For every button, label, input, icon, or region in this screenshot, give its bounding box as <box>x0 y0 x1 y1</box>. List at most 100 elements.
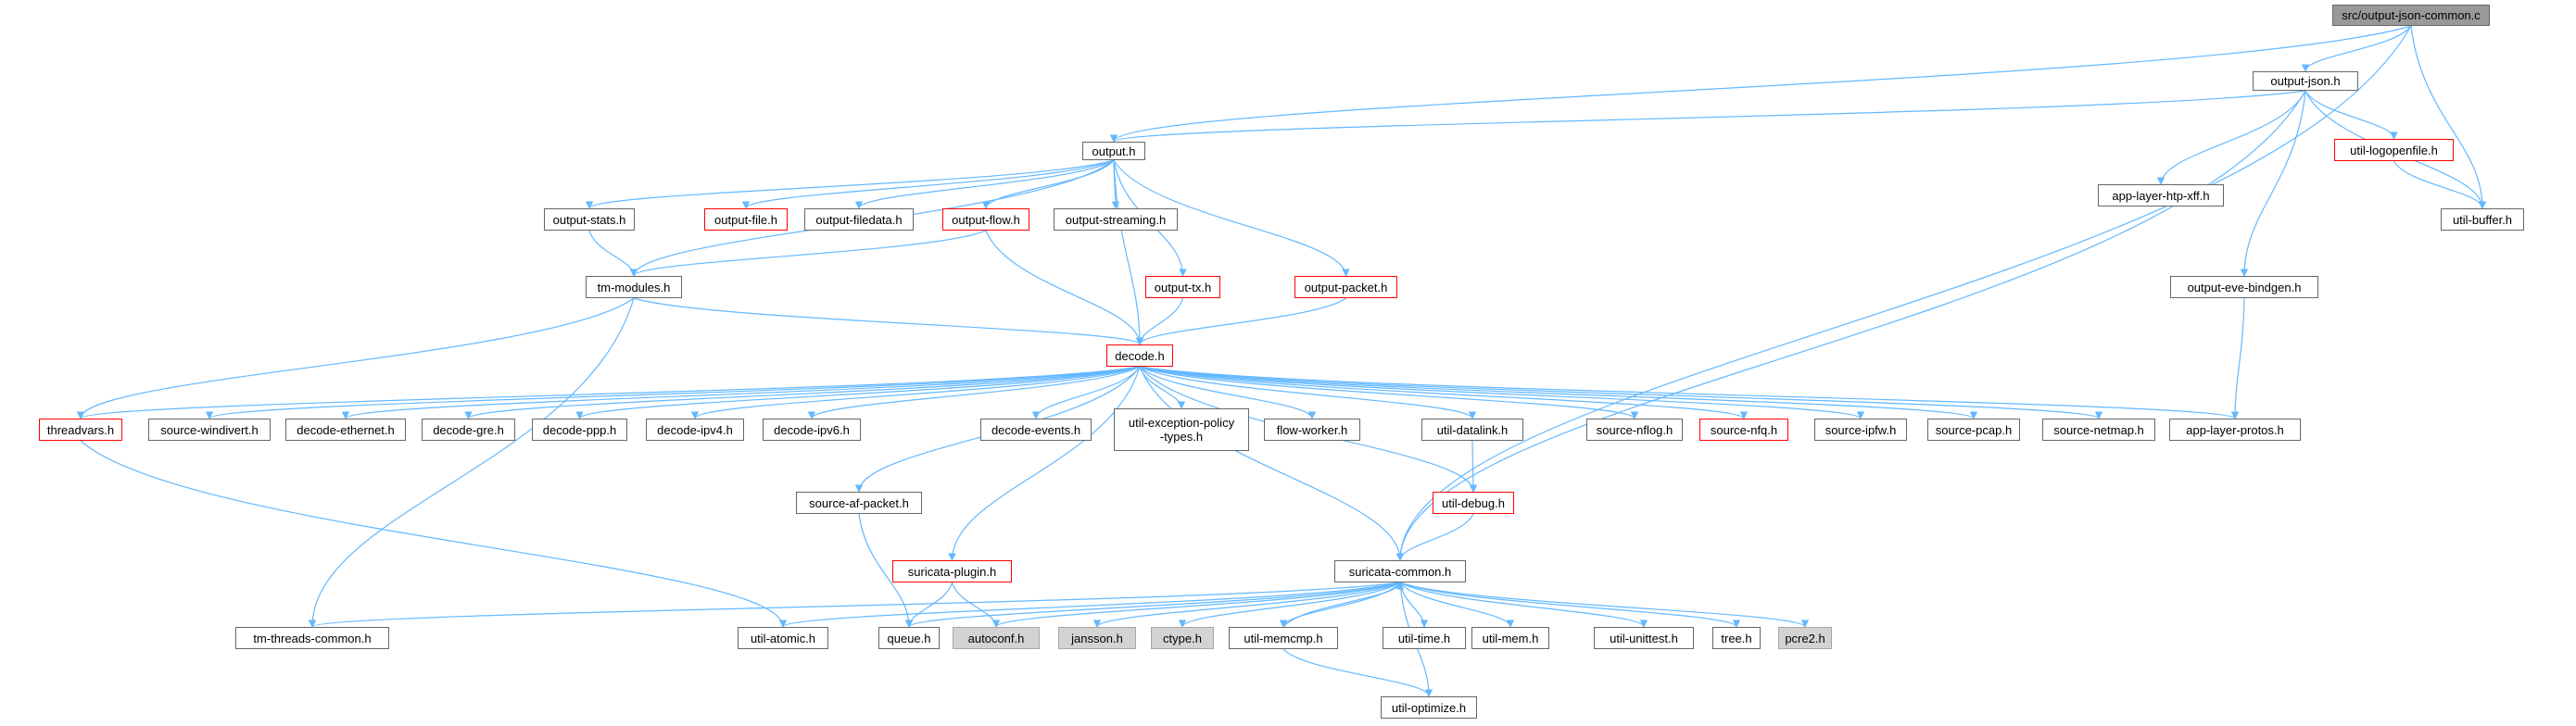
edge-util-memcmp-to-suricata-common <box>1282 582 1405 628</box>
edge-suricata-plugin-to-autoconf <box>951 582 1001 628</box>
node-flow-worker[interactable]: flow-worker.h <box>1264 419 1360 441</box>
node-app-layer-htp-xff[interactable]: app-layer-htp-xff.h <box>2098 184 2224 207</box>
edge-output-json-to-app-layer-htp-xff <box>2156 90 2306 185</box>
node-decode-ipv6[interactable]: decode-ipv6.h <box>763 419 861 441</box>
node-source-ipfw[interactable]: source-ipfw.h <box>1814 419 1907 441</box>
edge-threadvars-to-util-atomic <box>80 440 788 628</box>
edge-suricata-common-to-util-mem <box>1399 582 1515 628</box>
edge-util-memcmp-to-util-optimize <box>1282 648 1433 697</box>
node-suricata-common[interactable]: suricata-common.h <box>1334 560 1466 582</box>
node-util-mem[interactable]: util-mem.h <box>1471 627 1549 649</box>
node-queue[interactable]: queue.h <box>878 627 940 649</box>
edge-suricata-common-to-jansson <box>1092 582 1401 628</box>
node-util-unittest[interactable]: util-unittest.h <box>1594 627 1694 649</box>
edge-output-packet-to-decode <box>1135 297 1346 345</box>
node-output[interactable]: output.h <box>1082 142 1145 160</box>
edge-util-datalink-to-util-debug <box>1469 440 1478 493</box>
node-ctype[interactable]: ctype.h <box>1151 627 1214 649</box>
node-util-logopenfile[interactable]: util-logopenfile.h <box>2334 139 2454 161</box>
node-app-layer-protos[interactable]: app-layer-protos.h <box>2169 419 2301 441</box>
edge-output-json-to-suricata-common <box>1395 90 2306 561</box>
node-source-af-packet[interactable]: source-af-packet.h <box>796 492 922 514</box>
edge-output-tx-to-decode <box>1135 297 1184 345</box>
node-decode-events[interactable]: decode-events.h <box>980 419 1092 441</box>
edge-tm-modules-to-tm-threads-common <box>308 297 635 628</box>
edge-root-to-util-buffer <box>2410 25 2487 209</box>
node-output-flow[interactable]: output-flow.h <box>942 208 1029 231</box>
edge-suricata-common-to-pcre2 <box>1399 582 1810 628</box>
node-decode-gre[interactable]: decode-gre.h <box>422 419 515 441</box>
node-output-json[interactable]: output-json.h <box>2253 71 2358 91</box>
node-source-netmap[interactable]: source-netmap.h <box>2042 419 2155 441</box>
node-threadvars[interactable]: threadvars.h <box>39 419 122 441</box>
edge-decode-to-app-layer-protos <box>1139 366 2239 419</box>
edge-suricata-common-to-queue <box>905 582 1401 628</box>
node-output-streaming[interactable]: output-streaming.h <box>1054 208 1178 231</box>
edge-root-to-output-json <box>2301 25 2412 72</box>
edge-decode-to-source-windivert <box>206 366 1141 419</box>
node-util-optimize[interactable]: util-optimize.h <box>1381 696 1477 719</box>
edge-output-json-to-output-eve-bindgen <box>2240 90 2306 277</box>
edge-tm-modules-to-threadvars <box>76 297 635 419</box>
node-suricata-plugin[interactable]: suricata-plugin.h <box>892 560 1012 582</box>
edge-decode-to-decode-gre <box>464 366 1141 419</box>
node-decode-ppp[interactable]: decode-ppp.h <box>532 419 627 441</box>
edge-util-logopenfile-to-util-buffer <box>2393 160 2487 209</box>
node-util-time[interactable]: util-time.h <box>1383 627 1466 649</box>
node-decode[interactable]: decode.h <box>1106 344 1173 367</box>
node-output-file[interactable]: output-file.h <box>704 208 788 231</box>
node-util-debug[interactable]: util-debug.h <box>1433 492 1514 514</box>
edge-decode-to-decode-ipv4 <box>690 366 1141 419</box>
edge-output-json-to-util-logopenfile <box>2305 90 2398 140</box>
edge-suricata-common-to-util-atomic <box>779 582 1401 628</box>
edge-decode-to-source-ipfw <box>1139 366 1864 419</box>
edge-output-flow-to-decode <box>985 230 1144 345</box>
edge-suricata-common-to-tree <box>1399 582 1741 628</box>
edge-output-to-output-stats <box>586 159 1115 209</box>
node-tree[interactable]: tree.h <box>1712 627 1761 649</box>
node-output-stats[interactable]: output-stats.h <box>544 208 635 231</box>
node-source-nfq[interactable]: source-nfq.h <box>1699 419 1788 441</box>
node-util-memcmp[interactable]: util-memcmp.h <box>1229 627 1338 649</box>
edge-output-eve-bindgen-to-app-layer-protos <box>2230 297 2245 419</box>
edge-output-to-output-packet <box>1113 159 1350 277</box>
node-util-datalink[interactable]: util-datalink.h <box>1421 419 1523 441</box>
node-util-buffer[interactable]: util-buffer.h <box>2441 208 2524 231</box>
node-decode-ipv4[interactable]: decode-ipv4.h <box>646 419 744 441</box>
node-source-pcap[interactable]: source-pcap.h <box>1927 419 2020 441</box>
edge-output-to-output-file <box>741 159 1115 209</box>
edge-decode-to-decode-ipv6 <box>807 366 1141 419</box>
edge-tm-modules-to-decode <box>633 297 1143 345</box>
edge-root-to-output <box>1110 25 2412 143</box>
edge-decode-to-decode-events <box>1031 366 1141 419</box>
edge-decode-to-source-nflog <box>1139 366 1639 419</box>
node-pcre2[interactable]: pcre2.h <box>1778 627 1832 649</box>
node-util-exception-policy-types[interactable]: util-exception-policy -types.h <box>1114 408 1249 451</box>
node-output-filedata[interactable]: output-filedata.h <box>804 208 914 231</box>
node-output-tx[interactable]: output-tx.h <box>1145 276 1220 298</box>
edge-output-json-to-output <box>1110 90 2306 143</box>
node-tm-modules[interactable]: tm-modules.h <box>586 276 682 298</box>
edge-decode-to-threadvars <box>77 366 1141 419</box>
node-jansson[interactable]: jansson.h <box>1058 627 1136 649</box>
edge-suricata-common-to-util-unittest <box>1399 582 1648 628</box>
node-root[interactable]: src/output-json-common.c <box>2332 5 2490 26</box>
node-source-nflog[interactable]: source-nflog.h <box>1586 419 1683 441</box>
node-output-packet[interactable]: output-packet.h <box>1294 276 1397 298</box>
node-decode-ethernet[interactable]: decode-ethernet.h <box>285 419 406 441</box>
edge-util-debug-to-suricata-common <box>1395 513 1474 561</box>
node-output-eve-bindgen[interactable]: output-eve-bindgen.h <box>2170 276 2318 298</box>
edge-decode-to-source-netmap <box>1139 366 2102 419</box>
node-source-windivert[interactable]: source-windivert.h <box>148 419 271 441</box>
edge-suricata-plugin-to-queue <box>904 582 953 628</box>
edge-decode-to-source-pcap <box>1139 366 1977 419</box>
edge-decode-to-suricata-common <box>1139 366 1405 561</box>
node-tm-threads-common[interactable]: tm-threads-common.h <box>235 627 389 649</box>
node-util-atomic[interactable]: util-atomic.h <box>738 627 828 649</box>
edge-output-to-output-flow <box>981 159 1115 209</box>
edge-decode-to-flow-worker <box>1139 366 1317 419</box>
node-autoconf[interactable]: autoconf.h <box>953 627 1040 649</box>
edge-suricata-common-to-ctype <box>1178 582 1401 628</box>
